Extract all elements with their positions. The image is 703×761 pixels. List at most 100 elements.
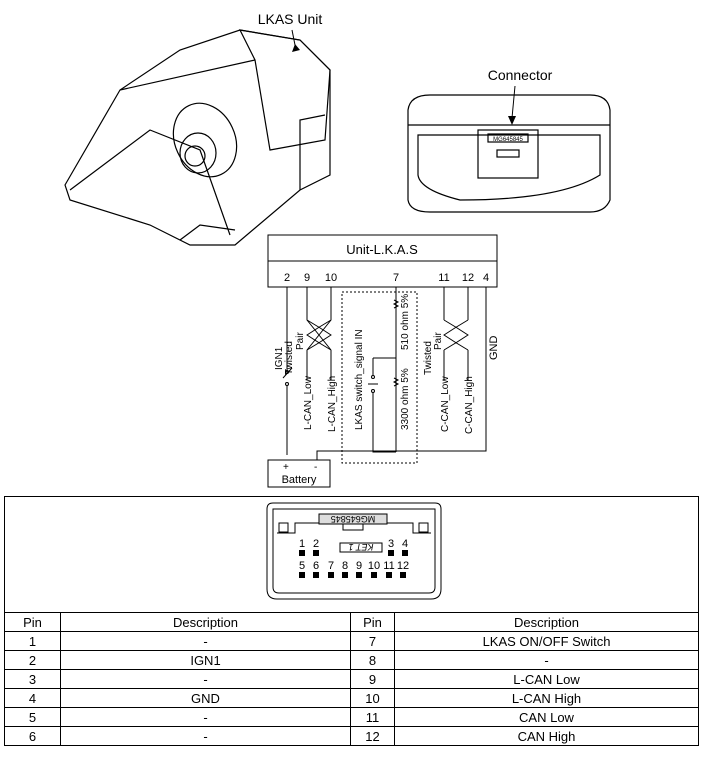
connector-pin-number: 3 xyxy=(388,538,394,550)
pin-cell: 6 xyxy=(4,726,61,746)
c-can-high-label: C-CAN_High xyxy=(464,376,475,434)
resistor-3300-label: 3300 ohm 5% xyxy=(400,368,411,430)
pin-label: 9 xyxy=(304,272,310,284)
connector-pin-number: 9 xyxy=(356,560,362,572)
pin-label: 2 xyxy=(284,272,290,284)
pin-label: 11 xyxy=(438,272,449,284)
connector-pin-terminal xyxy=(386,572,392,578)
col-header: Pin xyxy=(4,612,61,632)
battery-box xyxy=(267,459,331,488)
connector-pin-terminal xyxy=(371,572,377,578)
col-header: Description xyxy=(394,612,699,632)
ign1-label: IGN1 xyxy=(274,346,285,370)
connector-pin-terminal xyxy=(299,550,305,556)
arrow-icon xyxy=(508,116,516,125)
resistor-510-label: 510 ohm 5% xyxy=(400,294,411,350)
pin-cell: 1 xyxy=(4,631,61,651)
connector-pin-terminal xyxy=(313,572,319,578)
connector-pin-terminal xyxy=(328,572,334,578)
connector-pin-number: 8 xyxy=(342,560,348,572)
pin-label: 12 xyxy=(462,272,474,284)
battery-minus: - xyxy=(314,462,317,473)
connector-part-no-small: MG645845 xyxy=(493,137,523,143)
connector-pin-terminal xyxy=(313,550,319,556)
l-can-high-label: L-CAN_High xyxy=(327,376,338,432)
description-cell: - xyxy=(60,726,351,746)
gnd-label: GND xyxy=(488,336,500,361)
connector-pin-terminal xyxy=(299,572,305,578)
description-cell: L-CAN Low xyxy=(394,669,699,689)
table-header-row: Pin Description Pin Description xyxy=(4,612,699,632)
wiring-schematic xyxy=(267,234,498,488)
description-cell: GND xyxy=(60,688,351,708)
unit-title: Unit-L.K.A.S xyxy=(346,242,418,257)
pin-numbers: 2 9 10 7 11 12 4 xyxy=(284,272,489,284)
pin-label: 7 xyxy=(393,272,399,284)
connector-pin-number: 10 xyxy=(368,560,380,572)
col-header: Description xyxy=(60,612,351,632)
pin-cell: 8 xyxy=(350,650,395,670)
pin-label: 10 xyxy=(325,272,337,284)
l-can-low-label: L-CAN_Low xyxy=(303,375,314,430)
pin-cell: 9 xyxy=(350,669,395,689)
twisted-label: Twisted xyxy=(284,341,295,375)
pin-cell: 4 xyxy=(4,688,61,708)
pin-cell: 7 xyxy=(350,631,395,651)
connector-pin-number: 5 xyxy=(299,560,305,572)
pin-cell: 12 xyxy=(350,726,395,746)
connector-housing-drawing: MG645845 xyxy=(407,94,611,213)
connector-pin-number: 6 xyxy=(313,560,319,572)
c-can-low-label: C-CAN_Low xyxy=(440,376,451,432)
pair-label: Pair xyxy=(295,332,306,350)
battery-label: Battery xyxy=(282,474,317,486)
connector-pin-number: 12 xyxy=(397,560,409,572)
connector-part-no: MG645845 xyxy=(331,514,376,524)
connector-leader xyxy=(511,85,516,119)
connector-pin-number: 11 xyxy=(383,560,394,572)
description-cell: LKAS ON/OFF Switch xyxy=(394,631,699,651)
lkas-unit-drawing xyxy=(64,29,331,246)
connector-pin-terminal xyxy=(388,550,394,556)
pin-cell: 10 xyxy=(350,688,395,708)
description-cell: - xyxy=(60,631,351,651)
connector-key: KET 1 xyxy=(348,542,373,552)
connector-label: Connector xyxy=(488,67,553,83)
lkas-unit-label: LKAS Unit xyxy=(258,11,323,27)
diagram-canvas: LKAS Unit MG645845 Connector xyxy=(64,11,611,488)
pin-cell: 3 xyxy=(4,669,61,689)
switch-signal-label: LKAS switch_signal IN xyxy=(354,329,365,430)
battery-plus: + xyxy=(283,462,289,473)
description-cell: CAN High xyxy=(394,726,699,746)
description-cell: - xyxy=(60,669,351,689)
connector-pin-terminal xyxy=(342,572,348,578)
pin-cell: 5 xyxy=(4,707,61,727)
twisted-label: Twisted xyxy=(423,341,434,375)
connector-pin-terminal xyxy=(356,572,362,578)
description-cell: - xyxy=(60,707,351,727)
pin-cell: 2 xyxy=(4,650,61,670)
connector-pin-terminal xyxy=(402,550,408,556)
connector-pin-terminal xyxy=(400,572,406,578)
pair-label: Pair xyxy=(433,332,444,350)
connector-pin-number: 7 xyxy=(328,560,334,572)
col-header: Pin xyxy=(350,612,395,632)
pin-label: 4 xyxy=(483,272,489,284)
description-cell: L-CAN High xyxy=(394,688,699,708)
pin-cell: 11 xyxy=(350,707,395,727)
description-cell: - xyxy=(394,650,699,670)
connector-pin-number: 1 xyxy=(299,538,305,550)
description-cell: CAN Low xyxy=(394,707,699,727)
arrow-icon xyxy=(292,44,300,52)
connector-pin-number: 2 xyxy=(313,538,319,550)
description-cell: IGN1 xyxy=(60,650,351,670)
